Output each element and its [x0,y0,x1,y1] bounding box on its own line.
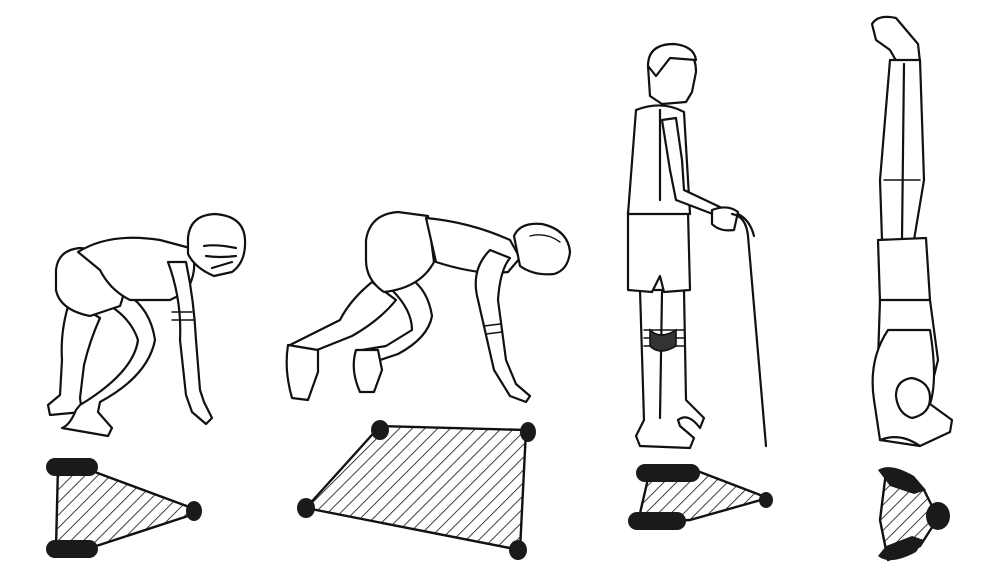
cane [732,214,766,446]
four-point-crawl-figure [287,212,570,560]
headstand-shorts [878,238,930,302]
support-pad [186,501,202,521]
headstand-figure [872,17,952,560]
support-pad [759,492,773,508]
base-of-support-4 [878,467,950,560]
support-pad [297,498,315,518]
crouching-football-player [46,214,245,558]
support-pad [46,540,98,558]
man-shorts [628,212,690,292]
crawler-back-leg [290,282,396,355]
support-pad [371,420,389,440]
headstand-head [896,378,930,418]
man-hand [712,207,738,230]
support-pad [46,458,98,476]
crawler-head [514,224,570,275]
support-pad [628,512,686,530]
crawler-shorts [366,212,434,292]
player-arm [168,262,212,424]
base-of-support-2 [297,420,536,560]
headstand-feet [872,17,920,64]
base-of-support-3 [628,464,773,530]
support-pad [509,540,527,560]
base-of-support-1 [46,458,202,558]
standing-man-with-cane [628,44,773,530]
crawler-front-shoe [354,350,382,392]
support-pad [926,502,950,530]
support-pad [520,422,536,442]
man-legs [636,290,704,448]
support-pad [636,464,700,482]
crawler-back-shoe [287,345,318,400]
